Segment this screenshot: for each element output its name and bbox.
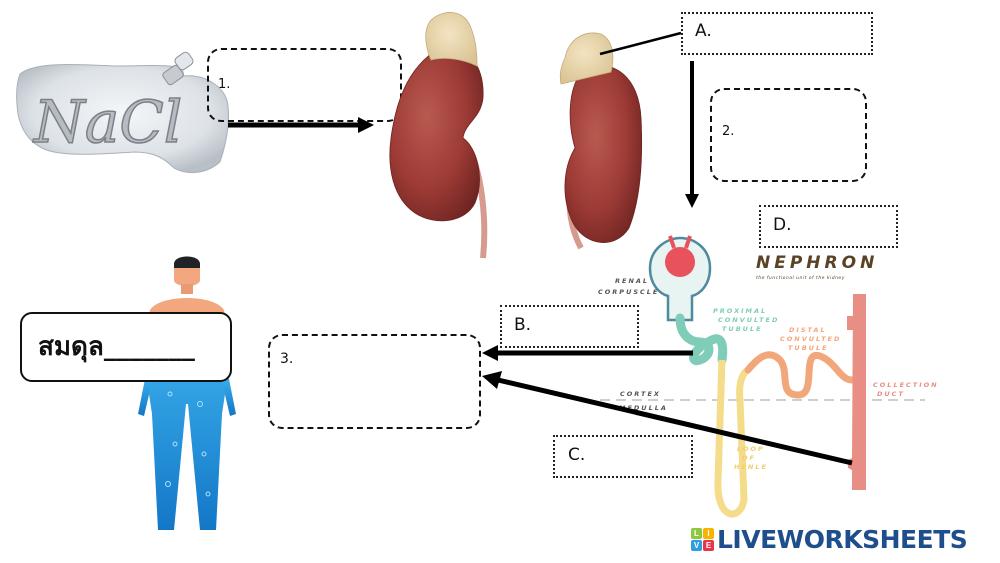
answer-box-3[interactable] <box>268 334 481 429</box>
box-1-label: 1. <box>218 77 231 92</box>
answer-box-d[interactable] <box>759 205 898 248</box>
answer-box-a[interactable] <box>681 12 873 55</box>
logo-letter: E <box>703 539 714 551</box>
arrow-kidney-down-head <box>685 194 699 208</box>
box-2-label: 2. <box>722 124 735 139</box>
label-corpuscle: CORPUSCLE <box>598 288 659 296</box>
liveworksheets-watermark: L I V E LIVEWORKSHEETS <box>691 524 991 554</box>
live-logo-icon: L I V E <box>691 527 714 551</box>
balance-card-text: สมดุล_______ <box>38 332 195 362</box>
label-proximal-tubule: TUBULE <box>722 325 763 333</box>
logo-letter: L <box>691 527 702 539</box>
logo-letter: I <box>703 527 714 539</box>
label-henle: HENLE <box>734 463 768 471</box>
answer-box-1[interactable] <box>207 48 402 122</box>
kidney-image-1 <box>385 8 495 260</box>
answer-box-b[interactable] <box>500 305 639 348</box>
logo-letter: V <box>691 539 702 551</box>
label-loop: LOOP <box>737 445 765 453</box>
label-distal-tubule: TUBULE <box>788 344 829 352</box>
nephron-title: NEPHRON <box>756 253 878 273</box>
human-body-image <box>130 254 245 534</box>
nephron-subtitle: the functional unit of the kidney <box>756 275 845 281</box>
label-medulla: MEDULLA <box>619 404 668 412</box>
label-proximal-convulted: CONVULTED <box>718 316 779 324</box>
box-3-label: 3. <box>280 351 294 367</box>
label-renal: RENAL <box>615 277 649 285</box>
balance-card[interactable]: สมดุล_______ <box>20 312 232 382</box>
salt-shaker-icon <box>162 51 194 86</box>
box-a-label: A. <box>695 21 712 41</box>
label-proximal: PROXIMAL <box>713 307 767 315</box>
watermark-text: LIVEWORKSHEETS <box>717 524 968 554</box>
label-of: OF <box>742 454 756 462</box>
label-distal: DISTAL <box>789 326 827 334</box>
box-b-label: B. <box>514 315 532 335</box>
nacl-text: NaCl <box>32 88 182 156</box>
answer-box-2[interactable] <box>710 88 867 182</box>
box-c-label: C. <box>568 445 586 465</box>
label-cortex: CORTEX <box>620 390 661 398</box>
glomerulus <box>665 247 695 277</box>
label-duct: DUCT <box>877 390 905 398</box>
box-d-label: D. <box>773 215 792 235</box>
salt-nacl-image: NaCl <box>14 44 230 176</box>
label-collection: COLLECTION <box>873 381 939 389</box>
kidney-image-2 <box>555 28 665 250</box>
label-distal-convulted: CONVULTED <box>780 335 841 343</box>
